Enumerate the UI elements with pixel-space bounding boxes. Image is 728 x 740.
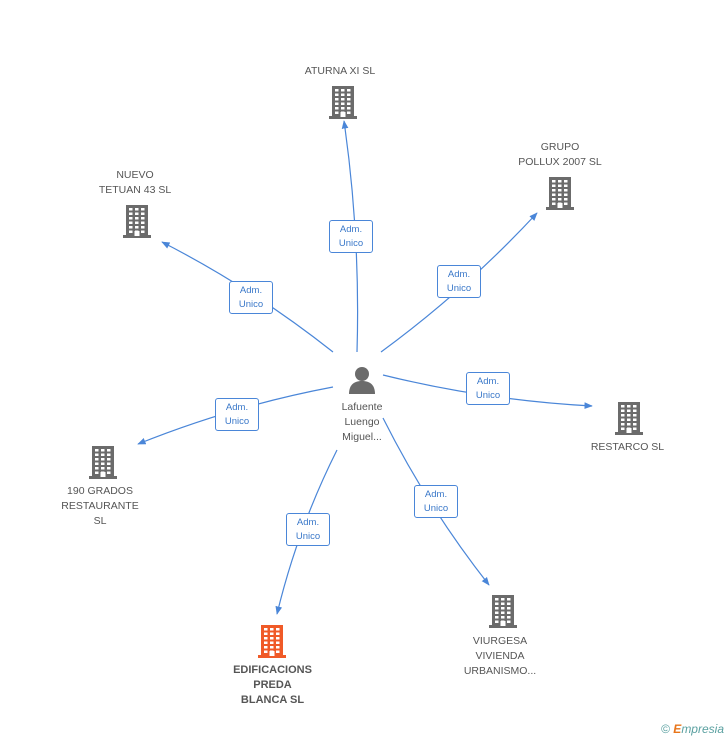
pollux-company-label[interactable]: GRUPO POLLUX 2007 SL (518, 141, 602, 168)
nuevo-building-icon[interactable] (122, 204, 152, 243)
copyright-icon: © (661, 722, 670, 736)
viurgesa-building-icon[interactable] (488, 594, 518, 633)
empresia-footer: © Empresia (661, 722, 724, 736)
brand-initial: E (673, 722, 682, 736)
role-badge-nuevo[interactable]: Adm. Unico (229, 281, 273, 314)
pollux-building-icon[interactable] (545, 176, 575, 215)
person-icon[interactable] (346, 365, 378, 395)
edificacions-building-icon[interactable] (257, 624, 287, 663)
center-person-label[interactable]: Lafuente Luengo Miguel... (341, 401, 383, 443)
brand-name: mpresia (681, 722, 724, 736)
restarco-building-icon[interactable] (614, 401, 644, 440)
edificacions-company-label[interactable]: EDIFICACIONS PREDA BLANCA SL (233, 664, 312, 706)
aturna-building-icon[interactable] (328, 85, 358, 124)
grados-building-icon[interactable] (88, 445, 118, 484)
role-badge-aturna[interactable]: Adm. Unico (329, 220, 373, 253)
restarco-company-label[interactable]: RESTARCO SL (590, 441, 665, 453)
aturna-company-label[interactable]: ATURNA XI SL (304, 65, 376, 77)
role-badge-viurgesa[interactable]: Adm. Unico (414, 485, 458, 518)
role-badge-pollux[interactable]: Adm. Unico (437, 265, 481, 298)
role-badge-edificacions[interactable]: Adm. Unico (286, 513, 330, 546)
viurgesa-company-label[interactable]: VIURGESA VIVIENDA URBANISMO... (463, 635, 537, 677)
grados-company-label[interactable]: 190 GRADOS RESTAURANTE SL (61, 485, 139, 527)
role-badge-restarco[interactable]: Adm. Unico (466, 372, 510, 405)
role-badge-grados[interactable]: Adm. Unico (215, 398, 259, 431)
nuevo-company-label[interactable]: NUEVO TETUAN 43 SL (98, 169, 172, 196)
